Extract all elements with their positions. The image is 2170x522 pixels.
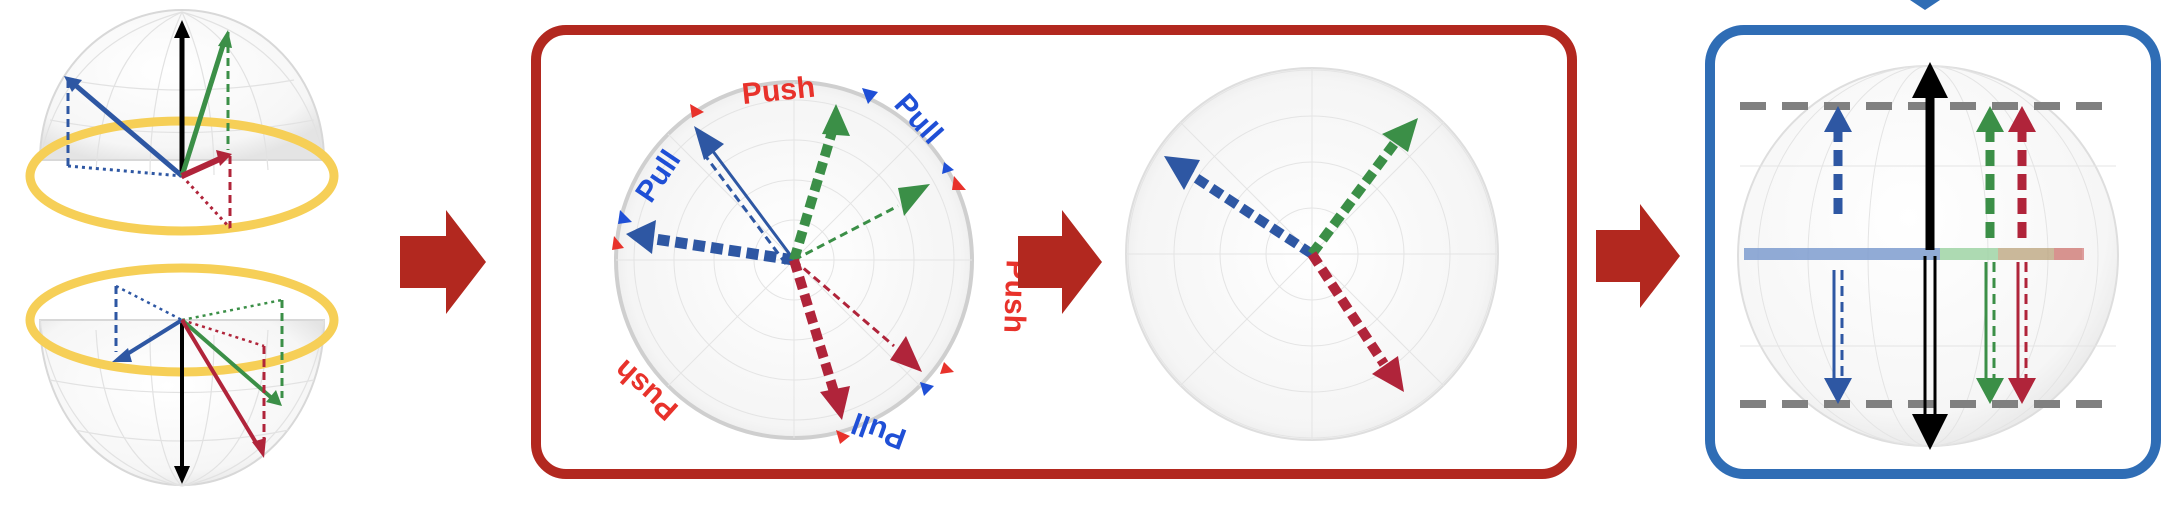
result-disk	[1125, 67, 1499, 441]
blue-frame	[1705, 25, 2161, 479]
right-arrow-icon	[1596, 204, 1680, 308]
push-pull-disk: Push Pull Pull Push Push Pull	[608, 71, 1033, 456]
projection-panel	[1705, 0, 2161, 479]
lower-hemisphere	[25, 263, 339, 487]
top-pointer	[1910, 0, 1940, 10]
red-frame	[531, 25, 1577, 479]
blue-vector	[72, 82, 184, 178]
right-arrow-icon	[1018, 210, 1102, 314]
hemisphere-panel	[25, 9, 339, 487]
pull-label-bottom-right: Pull	[847, 406, 910, 456]
right-arrow-icon	[400, 210, 486, 314]
push-label-top: Push	[740, 71, 816, 111]
red-vector	[180, 155, 224, 179]
push-pull-panel: Push Pull Pull Push Push Pull	[531, 25, 1577, 479]
upper-hemisphere	[25, 9, 339, 236]
green-vector	[179, 41, 227, 177]
